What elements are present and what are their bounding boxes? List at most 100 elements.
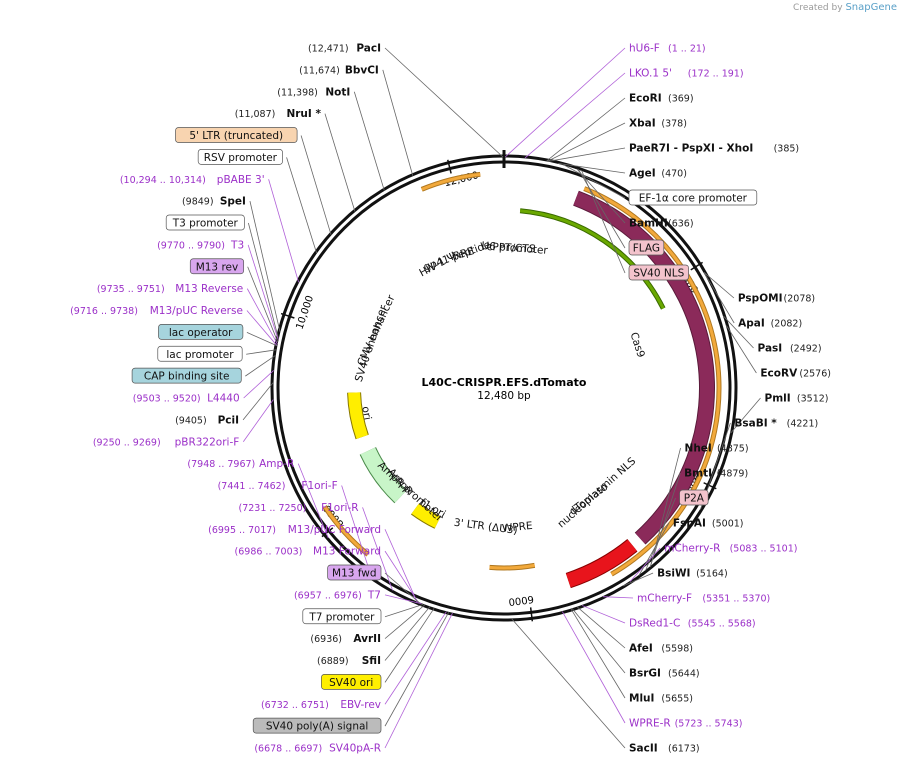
ruler-tick xyxy=(280,312,295,319)
label-position: (3512) xyxy=(797,394,829,405)
label-sv40pa-r: SV40pA-R(6678 .. 6697) xyxy=(254,743,381,755)
label-box xyxy=(628,264,689,281)
label-text: NruI * xyxy=(286,108,321,120)
label-position: (9770 .. 9790) xyxy=(157,240,225,251)
label-position: (5723 .. 5743) xyxy=(675,719,743,730)
label-text: 5' LTR (truncated) xyxy=(189,130,283,142)
ruler-tick xyxy=(690,261,704,271)
f1-ori-arc xyxy=(411,503,441,528)
label-m13-puc-forward: M13/pUC Forward(6995 .. 7017) xyxy=(208,524,381,536)
label-position: (11,674) xyxy=(299,65,340,76)
label-text: RSV promoter xyxy=(204,152,278,164)
label-text: BbvCI xyxy=(345,64,379,76)
label-text: L4440 xyxy=(207,393,240,405)
label-noti: NotI(11,398) xyxy=(277,86,350,98)
plasmid-name: L40C-CRISPR.EFS.dTomato xyxy=(422,376,587,389)
label-position: (11,398) xyxy=(277,87,318,98)
label-paer7i-pspxi-xhoi: PaeR7I - PspXI - XhoI (385) xyxy=(629,143,799,155)
label-position: (6732 .. 6751) xyxy=(261,700,329,711)
label-t3: T3 (9770 .. 9790) xyxy=(157,239,244,251)
connector-line xyxy=(546,97,626,162)
connector-line xyxy=(341,485,373,578)
label-position: (6957 .. 6976) xyxy=(294,590,362,601)
connector-line xyxy=(384,47,504,158)
credit-prefix: Created by xyxy=(793,3,843,13)
inner-label-hiv-1: HIV-1 Ψ xyxy=(417,250,458,279)
connector-line xyxy=(246,310,278,346)
label-text: EcoRI xyxy=(629,93,662,105)
connector-line xyxy=(649,472,681,567)
label-mlui: MluI (5655) xyxy=(629,693,693,705)
label-f1ori-f: F1ori-F(7441 .. 7462) xyxy=(218,480,338,492)
label-text: P2A xyxy=(684,493,705,505)
connector-line xyxy=(245,355,276,377)
connector-line xyxy=(249,201,281,332)
label-text: hU6-F xyxy=(629,43,660,55)
label-pspomi: PspOMI(2078) xyxy=(738,293,815,305)
label-bbvci: BbvCI (11,674) xyxy=(299,64,379,76)
outer-labels: hU6-F(1 .. 21)LKO.1 5'(172 .. 191)EcoRI(… xyxy=(70,43,831,755)
connector-line xyxy=(247,266,279,342)
label-ecorv: EcoRV(2576) xyxy=(760,368,831,380)
label-position: (5351 .. 5370) xyxy=(702,594,770,605)
label-text: M13 fwd xyxy=(332,568,377,580)
label-text: WPRE-R xyxy=(629,718,671,730)
label-position: (385) xyxy=(774,144,800,155)
label-text: MluI xyxy=(629,693,654,705)
connector-line xyxy=(384,612,450,727)
label-position: (6986 .. 7003) xyxy=(235,547,303,558)
inner-label-ori: ori xyxy=(359,405,373,421)
label-box xyxy=(628,239,665,256)
label-pcii: PciI(9405) xyxy=(175,414,239,426)
label-position: (4879) xyxy=(717,469,749,480)
label-t7: T7(6957 .. 6976) xyxy=(294,589,381,601)
label-position: (5644) xyxy=(668,669,700,680)
connector-line xyxy=(384,594,422,605)
label-text: CAP binding site xyxy=(144,371,230,383)
label-text: BamHI xyxy=(629,218,668,230)
label-text: PaeR7I - PspXI - XhoI xyxy=(629,143,753,155)
connector-line xyxy=(558,163,626,174)
label-text: SV40 poly(A) signal xyxy=(266,721,369,733)
label-text: M13 Reverse xyxy=(175,283,243,295)
connector-line xyxy=(246,349,277,355)
label-position: (6889) xyxy=(317,656,349,667)
label-box xyxy=(165,214,245,231)
connector-line xyxy=(504,47,626,158)
label-box xyxy=(189,258,245,275)
label-position: (6995 .. 7017) xyxy=(208,525,276,536)
label-text: BmtI xyxy=(684,468,712,480)
label-position: (12,471) xyxy=(308,44,349,55)
inner-label-wpre: WPRE xyxy=(502,520,534,535)
label-text: AgeI xyxy=(629,168,656,180)
connector-line xyxy=(384,604,424,618)
cas9-arc xyxy=(573,191,714,544)
label-ef-1-core-promoter: EF-1α core promoter xyxy=(628,189,758,206)
label-position: (9716 .. 9738) xyxy=(70,306,138,317)
connector-line xyxy=(703,271,735,299)
connector-line xyxy=(384,611,447,705)
label-mcherry-r: mCherry-R(5083 .. 5101) xyxy=(664,543,797,555)
label-box xyxy=(131,367,242,384)
connector-line xyxy=(703,272,735,324)
label-text: SpeI xyxy=(220,196,246,208)
label-text: BsaBI * xyxy=(734,418,777,430)
label-text: M13/pUC Reverse xyxy=(150,305,243,317)
connector-line xyxy=(362,507,393,591)
connector-line xyxy=(629,547,661,582)
label-position: (5655) xyxy=(661,694,693,705)
connector-line xyxy=(243,370,274,399)
inner-label-rre: RRE xyxy=(452,245,476,263)
label-text: T3 xyxy=(230,239,244,251)
label-position: (5001) xyxy=(712,519,744,530)
inner-label-cas9: Cas9 xyxy=(628,331,647,359)
label-text: EcoRV xyxy=(760,368,798,380)
label-pbr322ori-f: pBR322ori-F(9250 .. 9269) xyxy=(93,436,239,448)
connector-line xyxy=(353,91,385,191)
label-lac-operator: lac operator xyxy=(158,324,244,340)
label-position: (636) xyxy=(668,219,694,230)
label-position: (2078) xyxy=(784,294,816,305)
label-position: (11,087) xyxy=(235,109,276,120)
label-text: Amp-R xyxy=(259,458,294,470)
label-text: EF-1α core promoter xyxy=(639,193,748,205)
